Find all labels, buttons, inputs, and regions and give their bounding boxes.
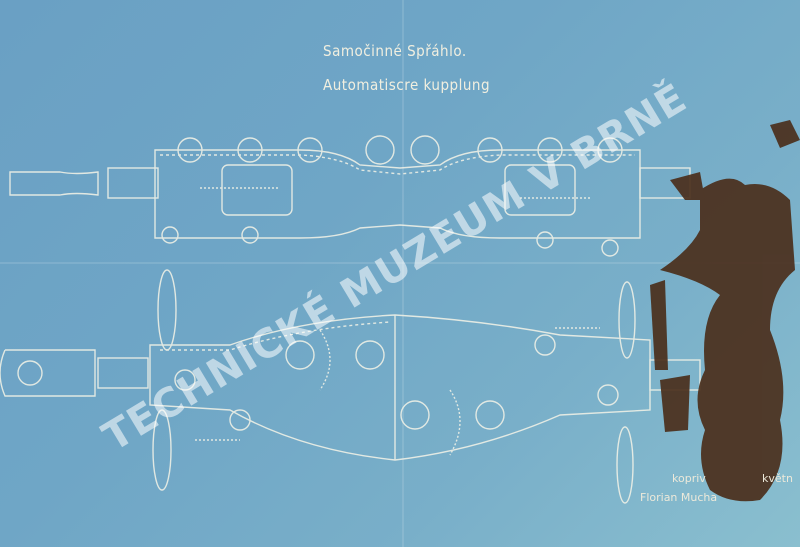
signature-name: Florian Mucha [640,491,718,504]
signature-line-end: květn [762,472,793,485]
drawing-title-german: Automatiscre kupplung [323,76,491,94]
ink-stain [650,120,800,502]
fold-line [402,0,404,547]
signature-line: kopriv [672,472,706,485]
upper-coupling-view [9,135,691,257]
drawing-title-czech: Samočinné Spřáhlo. [323,42,467,60]
fold-line [0,262,800,264]
lower-coupling-view [0,269,701,504]
